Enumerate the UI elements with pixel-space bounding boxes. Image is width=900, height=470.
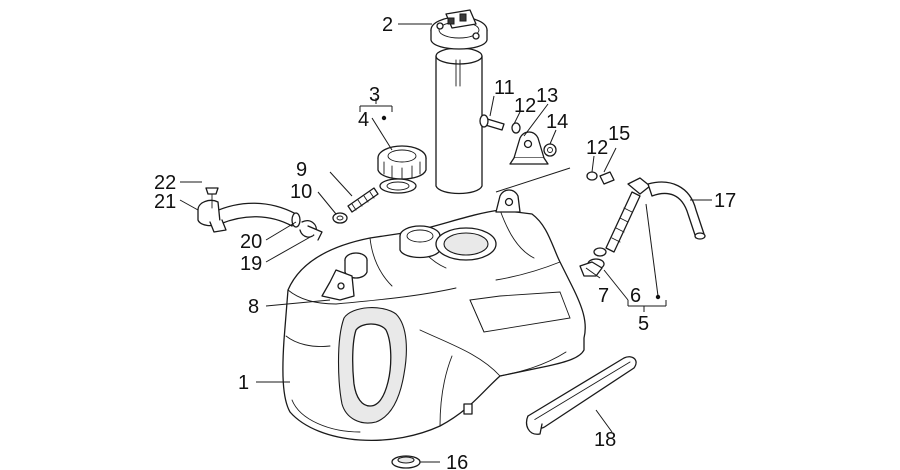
callout-6: 6 — [630, 285, 641, 307]
callout-2: 2 — [382, 14, 393, 36]
callout-18: 19 — [240, 253, 262, 275]
callout-13: 13 — [536, 85, 558, 107]
callout-5: 5 — [638, 313, 649, 335]
callout-labels: 2 3 4 9 10 11 12 13 14 12 15 17 22 21 20… — [154, 14, 736, 470]
callout-3: 3 — [369, 84, 380, 106]
callout-11: 11 — [494, 77, 515, 99]
bracket-dot-5 — [655, 294, 661, 300]
callout-4: 4 — [358, 109, 369, 131]
callout-9: 9 — [296, 159, 307, 181]
callout-20: 21 — [154, 191, 176, 213]
callout-1: 1 — [238, 372, 249, 394]
edge-trim — [525, 356, 637, 435]
callout-21: 22 — [154, 172, 176, 194]
callout-14: 14 — [546, 111, 568, 133]
callout-8: 8 — [248, 296, 259, 318]
fuel-tank — [282, 189, 586, 442]
callout-12a: 12 — [514, 95, 536, 117]
callout-12b: 12 — [586, 137, 608, 159]
callout-19: 20 — [240, 231, 262, 253]
callout-16: 16 — [446, 452, 468, 470]
callout-22: 18 — [594, 429, 616, 451]
fuel-sender — [579, 177, 651, 277]
bracket-dot-3 — [381, 115, 387, 121]
breather-hose — [197, 187, 323, 241]
filler-cap — [377, 145, 427, 194]
leader-lines — [179, 23, 712, 463]
fuel-hose — [647, 181, 706, 240]
fuel-pump — [430, 9, 488, 195]
callout-17: 17 — [714, 190, 736, 212]
mounting-hardware — [479, 114, 615, 185]
callout-10: 10 — [290, 181, 312, 203]
grommet — [391, 455, 421, 469]
callout-15: 15 — [608, 123, 630, 145]
vent-valve — [332, 187, 379, 224]
callout-7: 7 — [598, 285, 609, 307]
